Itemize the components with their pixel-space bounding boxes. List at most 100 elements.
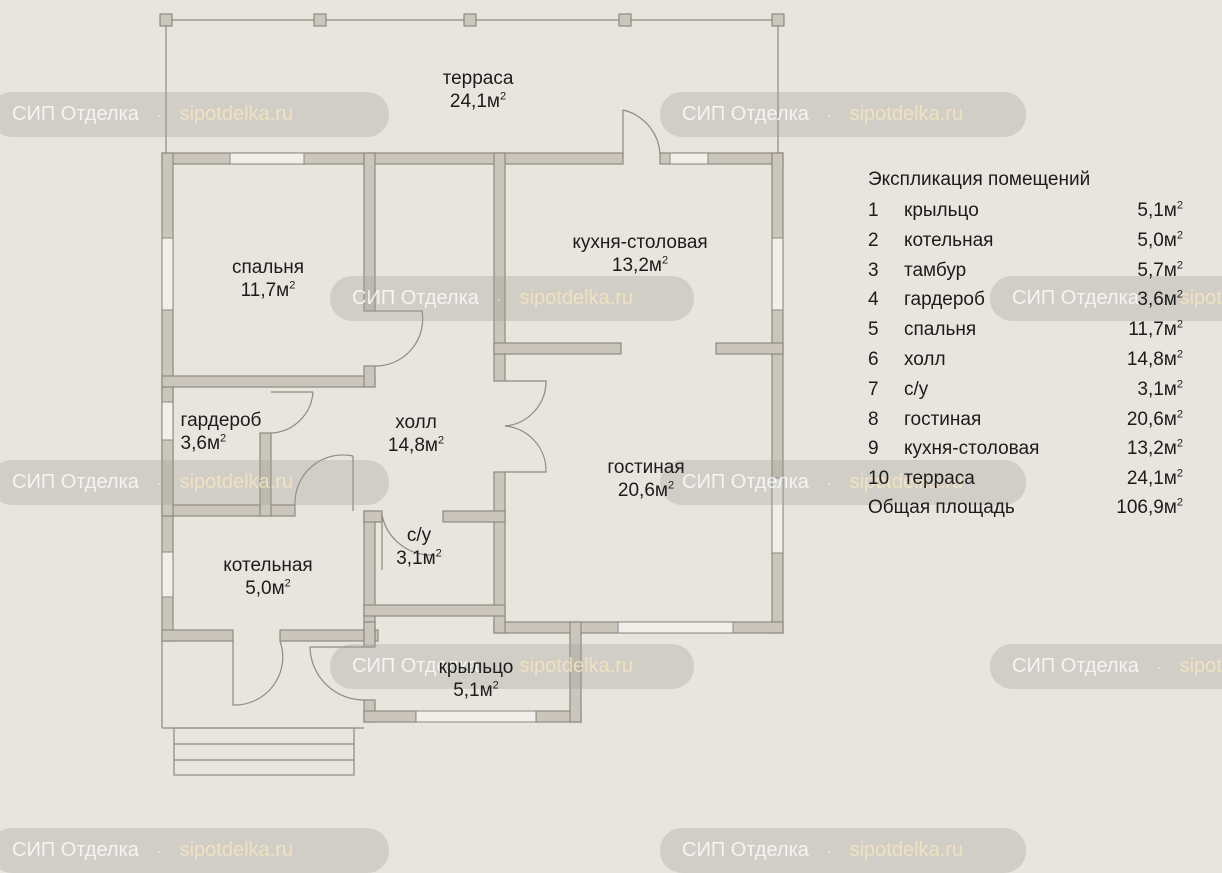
windows [161, 152, 784, 723]
room-area: 5,0м2 [245, 577, 291, 599]
row-area: 20,6м2 [1126, 408, 1183, 430]
row-area: 5,0м2 [1137, 229, 1183, 251]
row-number: 3 [868, 259, 879, 281]
watermark-separator: · [826, 106, 832, 123]
row-number: 6 [868, 348, 879, 370]
room-name: спальня [231, 257, 305, 278]
watermark: СИП Отделка · sipotdelka.ru [0, 828, 389, 873]
row-number: 10 [868, 468, 890, 490]
row-number: 2 [868, 229, 879, 251]
room-schedule-total: Общая площадь 106,9м2 [868, 494, 1183, 522]
row-area: 11,7м2 [1128, 318, 1183, 341]
row-room-name: гардероб [904, 289, 985, 311]
watermark: СИП Отделка · sipotdelka.ru [0, 460, 389, 505]
room-schedule-title: Экспликация помещений [868, 169, 1091, 190]
watermark-site: sipotdelka.ru [849, 471, 963, 493]
room-name: с/у [406, 525, 432, 546]
row-room-name: крыльцо [904, 200, 979, 221]
watermark-brand: СИП Отделка [1012, 655, 1139, 677]
watermark-separator: · [156, 474, 162, 491]
watermark-separator: · [156, 842, 162, 859]
watermark: СИП Отделка · sipotdelka.ru [330, 644, 694, 689]
watermark-separator: · [156, 106, 162, 123]
watermark: СИП Отделка · sipotdelka.ru [660, 92, 1026, 137]
watermark-brand: СИП Отделка [682, 103, 809, 125]
row-room-name: спальня [904, 319, 977, 341]
watermark: СИП Отделка · sipotdelka.ru [990, 276, 1222, 321]
row-room-name: котельная [904, 229, 994, 251]
room-label-kitchen: кухня-столовая 13,2м2 [572, 231, 707, 277]
watermark-brand: СИП Отделка [1012, 287, 1139, 309]
watermark-separator: · [826, 474, 832, 491]
total-area: 106,9м2 [1116, 496, 1183, 518]
watermark: СИП Отделка · sipotdelka.ru [330, 276, 694, 321]
row-area: 3,6м2 [1137, 289, 1183, 311]
watermark-site: sipotdelka.ru [849, 839, 963, 861]
watermark: СИП Отделка · sipotdelka.ru [660, 460, 1026, 505]
watermark-brand: СИП Отделка [12, 471, 139, 493]
watermark-site: sipotdelka.ru [179, 839, 293, 861]
room-name: терраса [442, 68, 514, 89]
room-label-porch: крыльцо 5,1м2 [439, 656, 514, 702]
watermark: СИП Отделка · sipotdelka.ru [990, 644, 1222, 689]
watermark-brand: СИП Отделка [682, 839, 809, 861]
room-label-bathroom: с/у 3,1м2 [396, 524, 442, 570]
watermark-site: sipotdelka.ru [179, 471, 293, 493]
room-name: кухня-столовая [572, 232, 708, 253]
room-name: холл [395, 412, 437, 433]
room-label-boiler: котельная 5,0м2 [223, 554, 312, 600]
row-area: 5,1м2 [1137, 199, 1183, 221]
room-area: 20,6м2 [617, 479, 675, 501]
porch-steps [161, 641, 364, 776]
total-label: Общая площадь [868, 496, 1015, 518]
room-schedule-row: 2 котельная 5,0м2 [868, 226, 1183, 256]
room-label-living: гостиная 20,6м2 [607, 456, 684, 502]
room-area: 3,1м2 [396, 547, 442, 569]
room-name: гардероб [180, 410, 262, 431]
watermark-brand: СИП Отделка [352, 655, 479, 677]
watermark-brand: СИП Отделка [352, 287, 479, 309]
watermark-site: sipotdelka.ru [179, 103, 293, 125]
room-label-wardrobe: гардероб 3,6м2 [181, 409, 262, 455]
watermark-brand: СИП Отделка [12, 839, 139, 861]
row-area: 14,8м2 [1126, 348, 1183, 370]
watermark-separator: · [826, 842, 832, 859]
room-label-terrace: терраса 24,1м2 [443, 67, 514, 113]
room-name: гостиная [607, 457, 685, 478]
watermark-site: sipotdelka.ru [849, 103, 963, 125]
room-area: 11,7м2 [240, 279, 296, 301]
watermark-separator: · [1156, 658, 1162, 675]
row-room-name: гостиная [904, 408, 982, 430]
room-name: котельная [223, 555, 313, 576]
row-area: 3,1м2 [1137, 378, 1183, 400]
row-room-name: кухня-столовая [904, 438, 1040, 460]
watermark: СИП Отделка · sipotdelka.ru [0, 92, 389, 137]
room-area: 3,6м2 [180, 432, 227, 454]
watermark-site: sipotdelka.ru [519, 655, 633, 677]
watermark-brand: СИП Отделка [12, 103, 139, 125]
row-area: 5,7м2 [1137, 259, 1183, 281]
room-area: 24,1м2 [449, 90, 507, 112]
room-name: крыльцо [438, 657, 514, 678]
row-number: 5 [868, 319, 879, 341]
watermark: СИП Отделка · sipotdelka.ru [660, 828, 1026, 873]
room-area: 5,1м2 [453, 679, 499, 701]
watermark-site: sipotdelka.ru [519, 287, 633, 309]
room-label-hall: холл 14,8м2 [388, 411, 444, 457]
row-number: 9 [868, 438, 879, 460]
watermark-site: sipotdelka.ru [1179, 287, 1222, 309]
watermark-separator: · [496, 290, 502, 307]
row-number: 7 [868, 378, 879, 400]
room-area: 13,2м2 [611, 254, 669, 276]
